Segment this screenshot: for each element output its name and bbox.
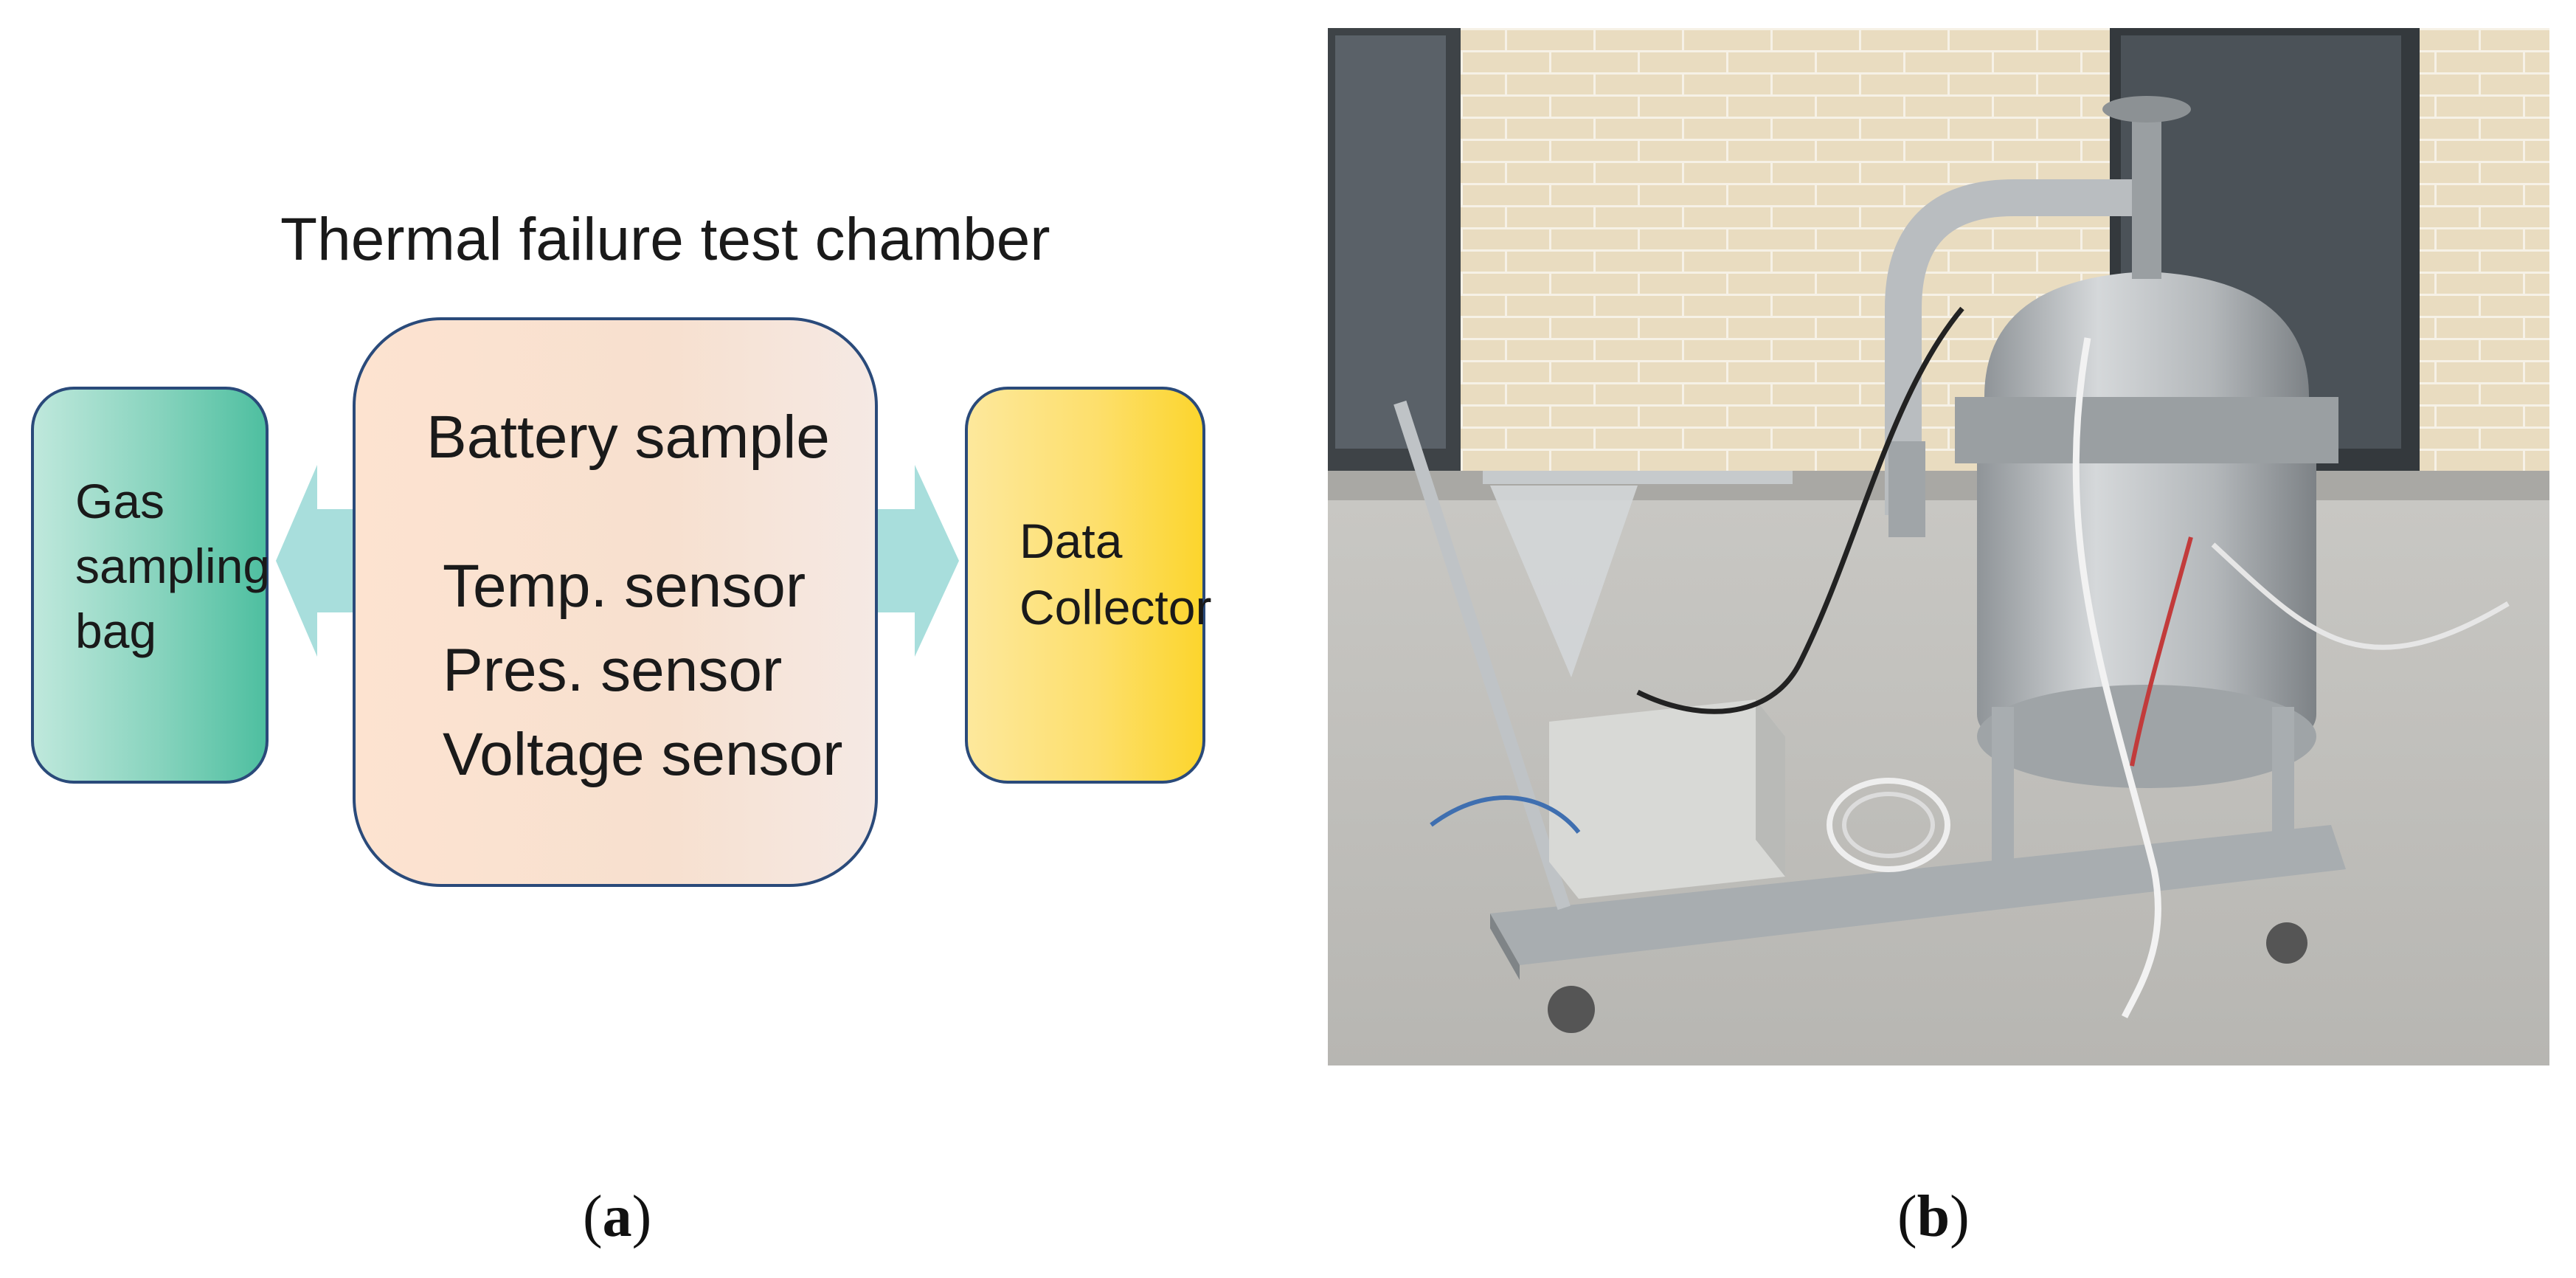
arrow-to-gas-bag [276, 465, 353, 657]
caption-b-letter: b [1917, 1184, 1950, 1249]
diagram-arrows [276, 465, 959, 657]
pressure-vessel [1977, 441, 2316, 736]
data-collector-box: Data Collector [965, 387, 1211, 784]
caption-b-close: ) [1950, 1184, 1970, 1249]
pres-sensor-label: Pres. sensor [443, 637, 783, 704]
caption-a-close: ) [631, 1184, 652, 1249]
data-box-line-1: Data [1019, 514, 1123, 568]
caption-b-open: ( [1897, 1184, 1917, 1249]
voltage-sensor-label: Voltage sensor [443, 721, 843, 788]
battery-sample-box: Battery sample Temp. sensor Pres. sensor… [353, 317, 878, 887]
caption-a-open: ( [583, 1184, 603, 1249]
battery-sample-title: Battery sample [426, 404, 830, 471]
temp-sensor-label: Temp. sensor [443, 553, 806, 620]
data-logger-box [1549, 700, 1785, 899]
ground [1328, 471, 2549, 1065]
gas-box-line-3: bag [75, 604, 157, 658]
data-box-line-2: Collector [1019, 580, 1212, 635]
caption-a-letter: a [602, 1184, 632, 1249]
caption-a: (a) [583, 1184, 651, 1251]
diagram-title: Thermal failure test chamber [280, 206, 1050, 273]
arrow-to-data-collector [878, 465, 959, 657]
gas-box-line-2: sampling [75, 539, 271, 593]
gas-sampling-bag-box: Gas sampling bag [31, 387, 271, 784]
gas-box-line-1: Gas [75, 474, 165, 528]
test-chamber-photo [1328, 28, 2549, 1065]
cart-base [1490, 825, 2346, 965]
caption-b: (b) [1897, 1184, 1970, 1251]
